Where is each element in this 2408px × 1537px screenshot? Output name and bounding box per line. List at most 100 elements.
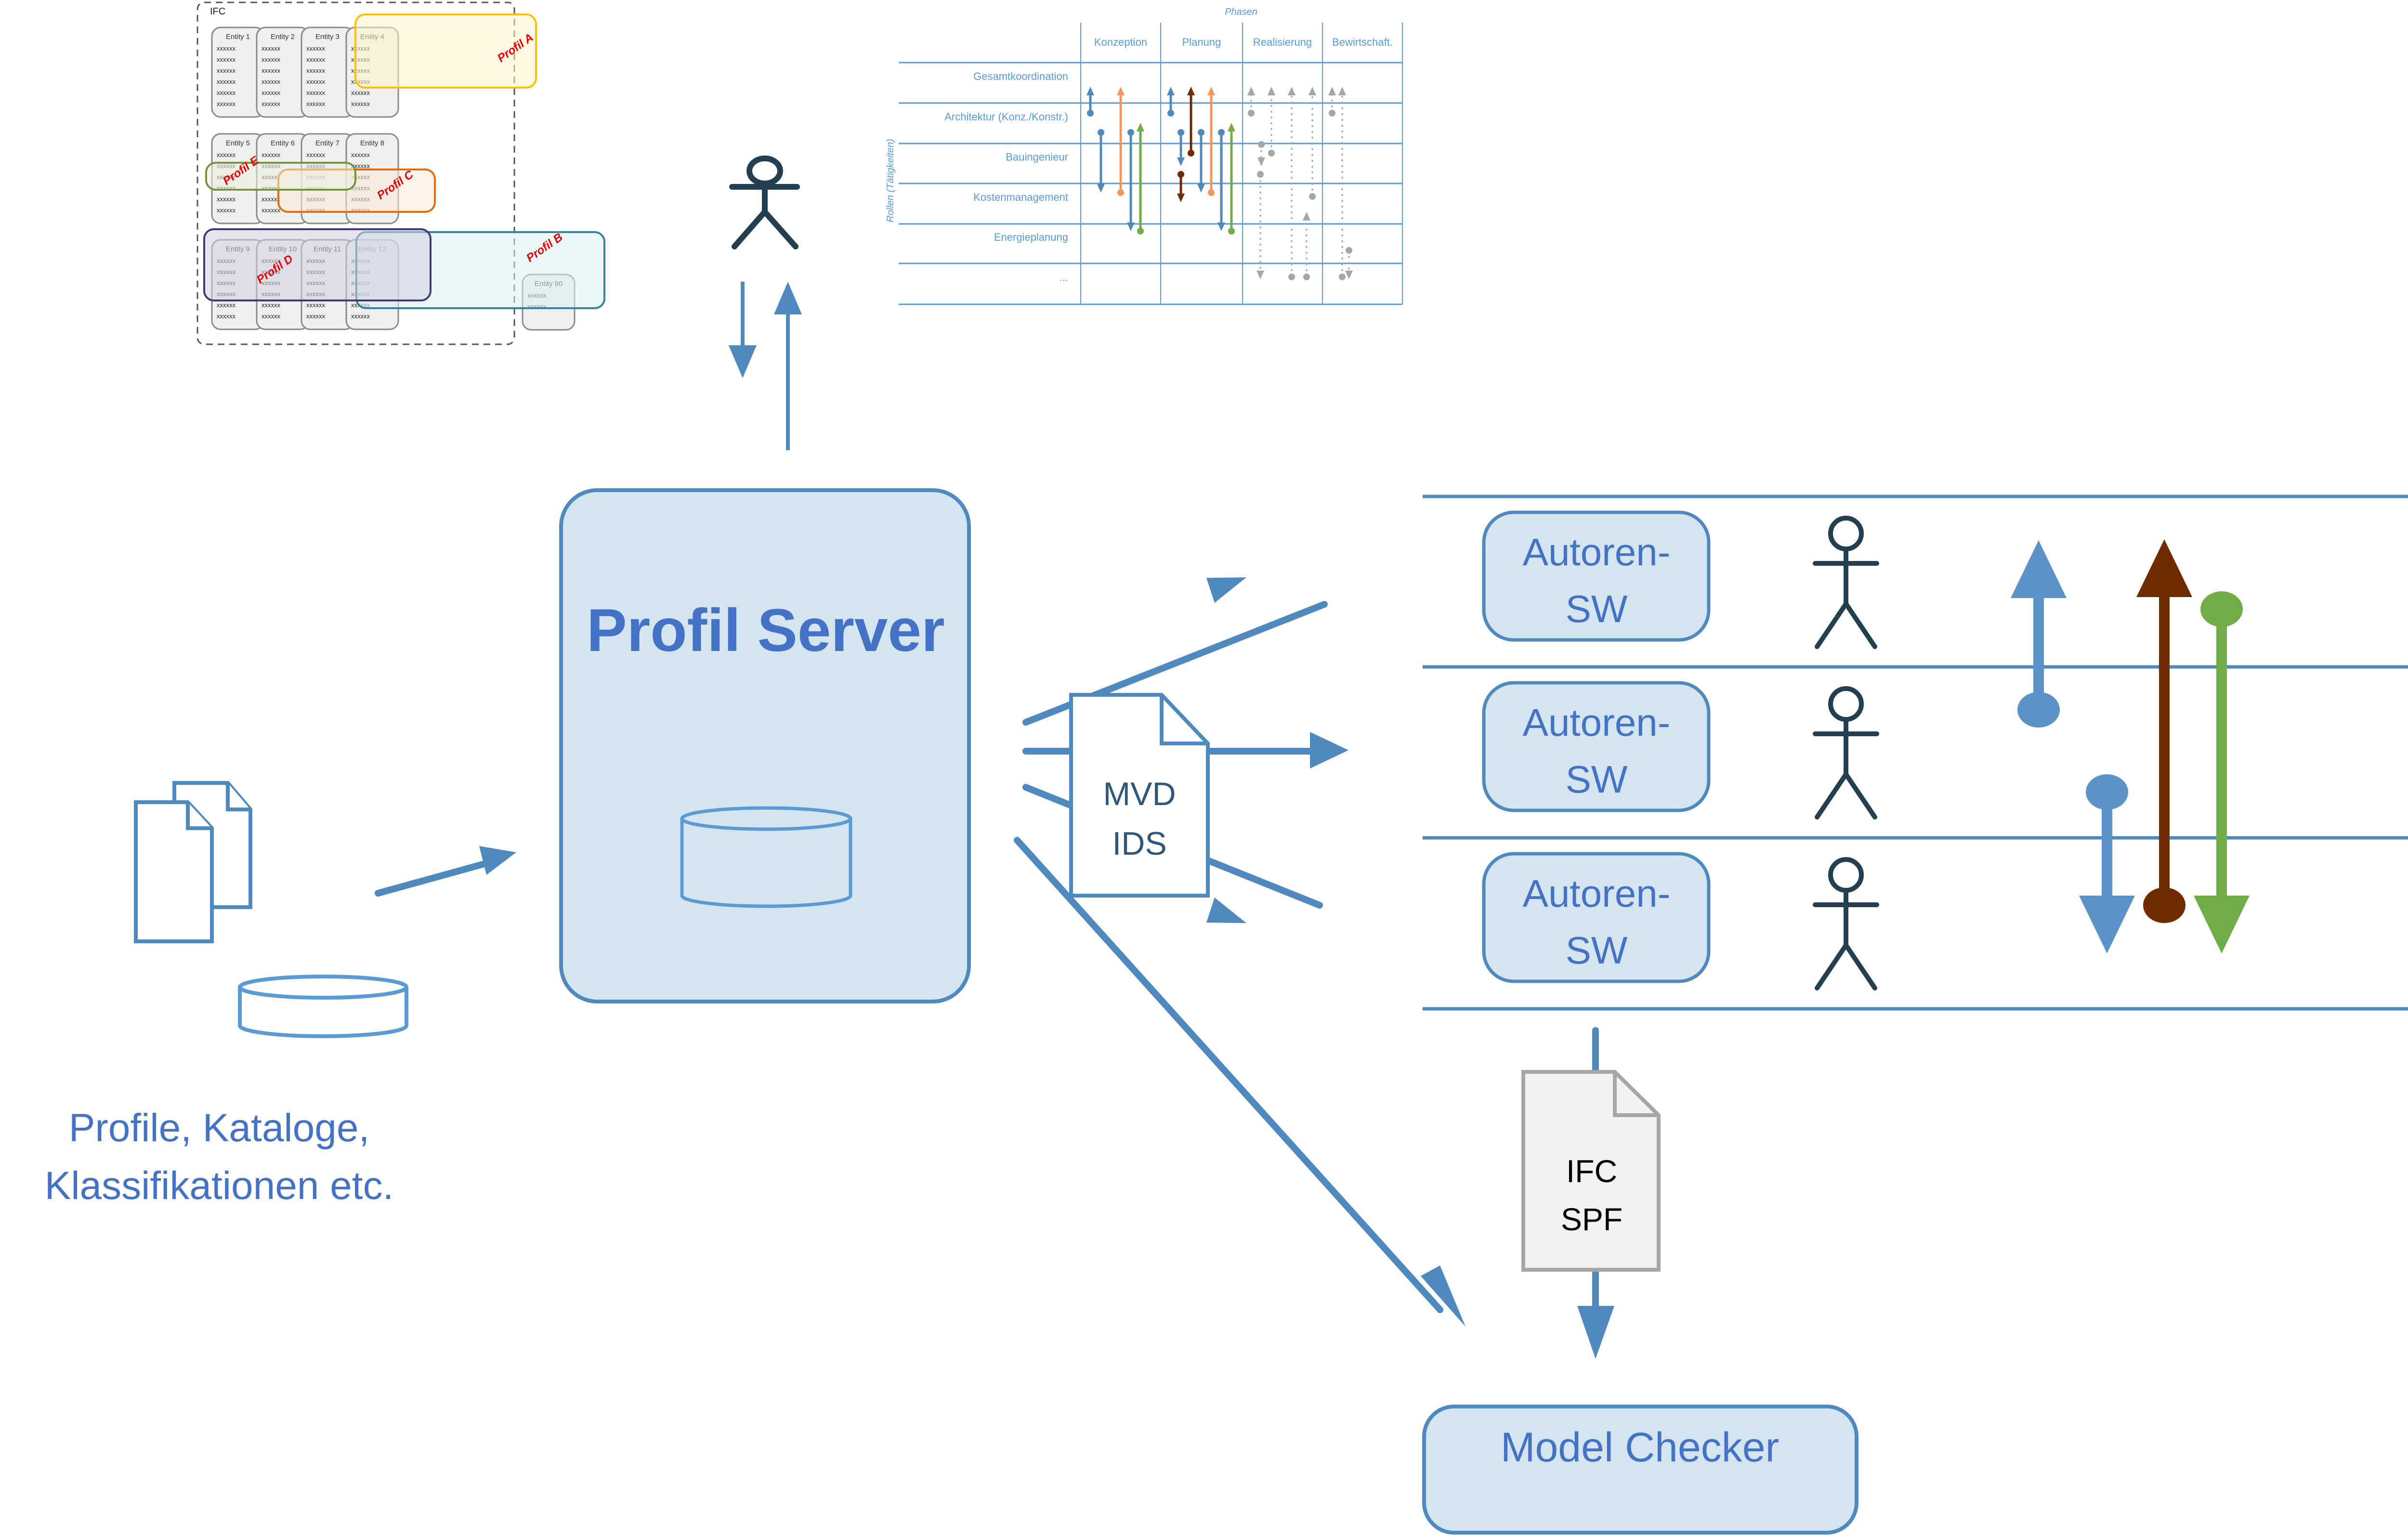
entity-label: Entity 1 bbox=[226, 33, 250, 41]
role-flow-arrow bbox=[1228, 123, 1235, 234]
model-checker-box[interactable]: Model Checker bbox=[1422, 1405, 1858, 1535]
role-flow-arrow bbox=[1338, 87, 1346, 280]
entity-label: Entity 5 bbox=[226, 139, 250, 147]
ifc-spf-document[interactable]: IFC SPF bbox=[1521, 1070, 1661, 1272]
entity-attribute: xxxxxx bbox=[262, 45, 281, 52]
role-row-label: Energieplanung bbox=[994, 231, 1068, 243]
entity-attribute: xxxxxx bbox=[217, 301, 236, 309]
role-flow-arrow bbox=[1167, 87, 1175, 117]
entity-attribute: xxxxxx bbox=[351, 89, 370, 96]
authoring-label-line2: SW bbox=[1566, 758, 1628, 801]
ifc-entity: Entity 1xxxxxxxxxxxxxxxxxxxxxxxxxxxxxxxx… bbox=[211, 26, 265, 118]
entity-attribute: xxxxxx bbox=[217, 195, 236, 203]
entity-attribute: xxxxxx bbox=[217, 56, 236, 63]
entity-attribute: xxxxxx bbox=[306, 100, 326, 107]
role-flow-arrow bbox=[1207, 87, 1215, 196]
role-flow-arrow bbox=[1197, 129, 1205, 193]
role-flow-arrow bbox=[1217, 129, 1225, 231]
entity-attribute: xxxxxx bbox=[217, 313, 236, 320]
entity-attribute: xxxxxx bbox=[217, 89, 236, 96]
model-checker-label: Model Checker bbox=[1501, 1424, 1779, 1471]
entity-attribute: xxxxxx bbox=[262, 207, 281, 214]
authoring-software-box[interactable]: Autoren- SW bbox=[1482, 510, 1711, 642]
role-row-label: Gesamtkoordination bbox=[973, 70, 1068, 82]
authoring-label-line1: Autoren- bbox=[1523, 872, 1671, 915]
authoring-label-line2: SW bbox=[1566, 587, 1628, 630]
distribution-arrowheads bbox=[1206, 577, 1466, 1327]
phase-column-header: Bewirtschaft. bbox=[1332, 36, 1393, 48]
entity-attribute: xxxxxx bbox=[351, 162, 370, 169]
profil-server-box[interactable]: Profil Server bbox=[559, 488, 971, 1003]
authoring-label-line1: Autoren- bbox=[1523, 701, 1671, 744]
source-database-icon bbox=[238, 975, 408, 1038]
entity-attribute: xxxxxx bbox=[262, 151, 281, 158]
entity-attribute: xxxxxx bbox=[306, 78, 326, 85]
entity-attribute: xxxxxx bbox=[217, 67, 236, 74]
entity-attribute: xxxxxx bbox=[306, 56, 326, 63]
ids-label: IDS bbox=[1112, 825, 1166, 862]
phase-column-header: Planung bbox=[1182, 36, 1221, 48]
entity-attribute: xxxxxx bbox=[351, 313, 370, 320]
role-flow-arrow bbox=[1187, 87, 1195, 156]
entity-attribute: xxxxxx bbox=[262, 301, 281, 309]
entity-attribute: xxxxxx bbox=[306, 89, 326, 96]
profile-region: Profil D bbox=[203, 228, 432, 301]
roles-axis-label: Rollen (Tätigkeiten) bbox=[885, 139, 896, 222]
entity-attribute: xxxxxx bbox=[262, 78, 281, 85]
ifc-entity: Entity 3 xxxxxx xxxxxx xxxxxx xxxxxx xxxxxx xx… bbox=[301, 26, 354, 118]
role-flow-arrow bbox=[1177, 171, 1185, 202]
role-row-label: Bauingenieur bbox=[1006, 151, 1068, 163]
ifc-title: IFC bbox=[210, 6, 225, 17]
entity-attribute: xxxxxx bbox=[306, 45, 326, 52]
authoring-label-line1: Autoren- bbox=[1523, 531, 1671, 573]
arrow-down-to-server bbox=[729, 282, 757, 378]
role-flow-arrow bbox=[1086, 87, 1094, 117]
entity-attribute: xxxxxx bbox=[306, 151, 326, 158]
entity-attribute: xxxxxx bbox=[306, 301, 326, 309]
authoring-software-box[interactable]: Autoren- SW bbox=[1482, 852, 1711, 983]
entity-attribute: xxxxxx bbox=[306, 313, 326, 320]
entity-attribute: xxxxxx bbox=[262, 100, 281, 107]
role-flow-arrow bbox=[1268, 87, 1275, 156]
role-row-label: Architektur (Konz./Konstr.) bbox=[944, 111, 1068, 123]
mvd-label: MVD bbox=[1103, 776, 1176, 812]
role-flow-arrow bbox=[1288, 87, 1296, 280]
ifc-profiles-illustration: IFC Entity 1 xxxxxx xxxxxx xxxxxx xxxxxx xxxx… bbox=[196, 1, 605, 345]
sources-label-line2: Klassifikationen etc. bbox=[45, 1164, 394, 1208]
role-flow-arrow bbox=[1177, 129, 1185, 166]
arrow-up-from-server bbox=[774, 282, 802, 450]
ifc-boundary bbox=[196, 1, 515, 345]
actor-icon bbox=[1813, 516, 1879, 649]
role-flow-arrow bbox=[1097, 129, 1105, 193]
entity-attribute: xxxxxx bbox=[217, 78, 236, 85]
role-flow-arrow bbox=[1303, 212, 1310, 280]
profile-region: Profil A bbox=[354, 13, 537, 89]
entity-label: Entity 8 bbox=[360, 139, 384, 147]
phase-column-header: Konzeption bbox=[1094, 36, 1147, 48]
authoring-software-box[interactable]: Autoren- SW bbox=[1482, 681, 1711, 812]
mvd-ids-document[interactable]: MVD IDS bbox=[1069, 693, 1210, 898]
role-flow-arrow bbox=[1328, 87, 1336, 117]
role-flow-arrow bbox=[1117, 87, 1125, 196]
documents-icon bbox=[134, 781, 252, 943]
entity-attribute: xxxxxx bbox=[262, 195, 281, 203]
entity-attribute: xxxxxx bbox=[262, 313, 281, 320]
entity-attribute: xxxxxx bbox=[351, 151, 370, 158]
role-flow-arrow bbox=[1256, 171, 1264, 279]
role-flow-arrow bbox=[1137, 123, 1144, 234]
coordination-arrows bbox=[2011, 539, 2250, 953]
entity-attribute: xxxxxx bbox=[217, 151, 236, 158]
entity-attribute: xxxxxx bbox=[217, 100, 236, 107]
entity-label: Entity 6 bbox=[271, 139, 295, 147]
authoring-label-line2: SW bbox=[1566, 929, 1628, 972]
role-flow-arrow bbox=[1127, 129, 1135, 231]
entity-attribute: xxxxxx bbox=[306, 67, 326, 74]
entity-attribute: xxxxxx bbox=[262, 67, 281, 74]
role-row-label: Kostenmanagement bbox=[973, 191, 1068, 203]
spf-label: SPF bbox=[1561, 1201, 1623, 1237]
sources-label-line1: Profile, Kataloge, bbox=[69, 1106, 370, 1150]
role-flow-arrow bbox=[1247, 87, 1255, 117]
entity-label: Entity 3 bbox=[315, 33, 340, 41]
